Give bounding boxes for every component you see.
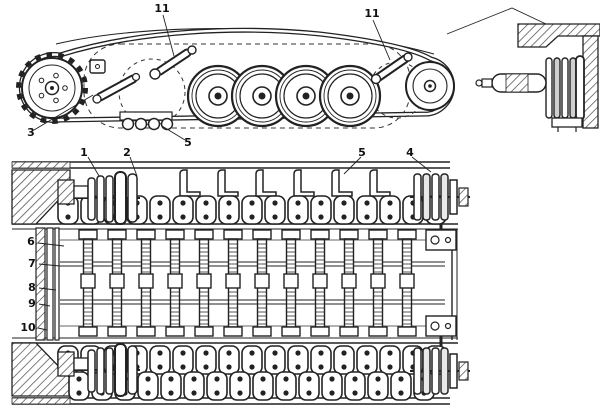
- leader-line-5-side: [161, 125, 186, 141]
- hull-front-corner-top: [11, 169, 71, 225]
- callout-5-plan: 5: [358, 146, 366, 159]
- callout-8: 8: [28, 281, 36, 294]
- drive-sprocket: [16, 52, 88, 124]
- callout-4: 4: [406, 146, 414, 159]
- leader-line-4: [411, 156, 432, 173]
- hull-side-wall-layers: [35, 227, 60, 341]
- detail-view: [446, 7, 600, 132]
- callout-10: 10: [20, 321, 36, 334]
- callout-11-left: 11: [154, 2, 169, 15]
- leader-line-3: [33, 94, 94, 131]
- callout-9: 9: [28, 297, 36, 310]
- shock-absorber-front: [92, 72, 141, 104]
- detail-foot-bracket: [551, 117, 583, 132]
- callout-3: 3: [27, 126, 35, 139]
- track-guide-horns-top: [179, 169, 391, 197]
- front-rollers: [119, 111, 174, 131]
- leader-line-7: [38, 263, 61, 267]
- leader-line-10: [37, 327, 48, 331]
- callout-7: 7: [28, 257, 36, 270]
- leader-line-11-right: [372, 19, 391, 61]
- hull-mid-bottom-edge: [12, 337, 458, 344]
- callout-11-right: 11: [364, 7, 379, 20]
- leader-line-8: [38, 287, 57, 291]
- road-wheels: [186, 64, 382, 128]
- idler-wheel: [405, 61, 455, 111]
- plan-view: 1 2 5 4 6 7 8 9 10: [11, 146, 471, 405]
- callout-2: 2: [123, 146, 131, 159]
- hull-fitting-box: [89, 59, 106, 74]
- detail-side-plate: [582, 35, 599, 129]
- damper-right: [370, 52, 413, 85]
- callout-6: 6: [27, 235, 35, 248]
- detail-top-bracket: [517, 23, 600, 48]
- leader-line-2: [129, 156, 138, 177]
- road-wheel: [318, 64, 382, 128]
- detail-damper-cylinder: [475, 73, 547, 93]
- callout-5-side: 5: [184, 136, 192, 149]
- side-view: 11 11 3 5: [16, 2, 455, 149]
- detail-disc-stack: [545, 55, 585, 121]
- callout-1: 1: [80, 146, 88, 159]
- leader-line-9: [38, 303, 51, 307]
- axle-assemblies: [78, 229, 417, 337]
- leader-line-5-plan: [343, 156, 362, 175]
- leader-line-6: [37, 242, 65, 247]
- hull-top-edge: [11, 161, 450, 169]
- leader-line-11-left: [162, 14, 175, 57]
- damper-left: [149, 45, 197, 80]
- leader-line-1: [87, 156, 100, 177]
- detail-connector-line: [446, 7, 547, 35]
